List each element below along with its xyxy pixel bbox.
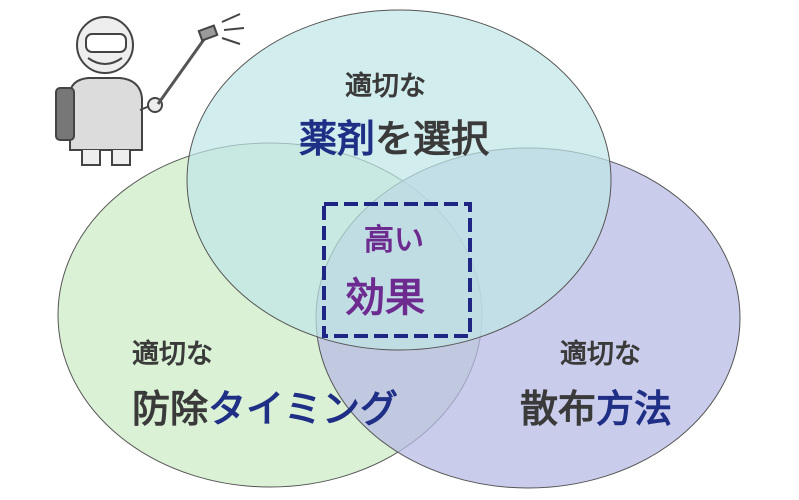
center-label-line2: 効果 [345,275,425,321]
right-label-highlight: 方法 [596,387,673,431]
center-dashed-box [322,202,472,338]
left-label-line1: 適切な [132,339,213,370]
left-label-line2: 防除タイミング [132,390,398,428]
top-circle [186,9,612,351]
center-label-line1: 高い [364,223,424,258]
right-label-plain: 散布 [520,387,597,431]
right-label-line2: 散布方法 [520,390,672,428]
top-label-line1: 適切な [345,71,426,102]
top-label-highlight: 薬剤 [299,117,376,161]
left-label-plain: 防除 [132,387,209,431]
right-label-line1: 適切な [560,339,641,370]
person-spraying-pesticide-icon [55,13,245,166]
top-label-line2: 薬剤を選択 [299,120,489,158]
left-label-highlight: タイミング [208,387,399,431]
top-label-rest: を選択 [375,117,490,161]
